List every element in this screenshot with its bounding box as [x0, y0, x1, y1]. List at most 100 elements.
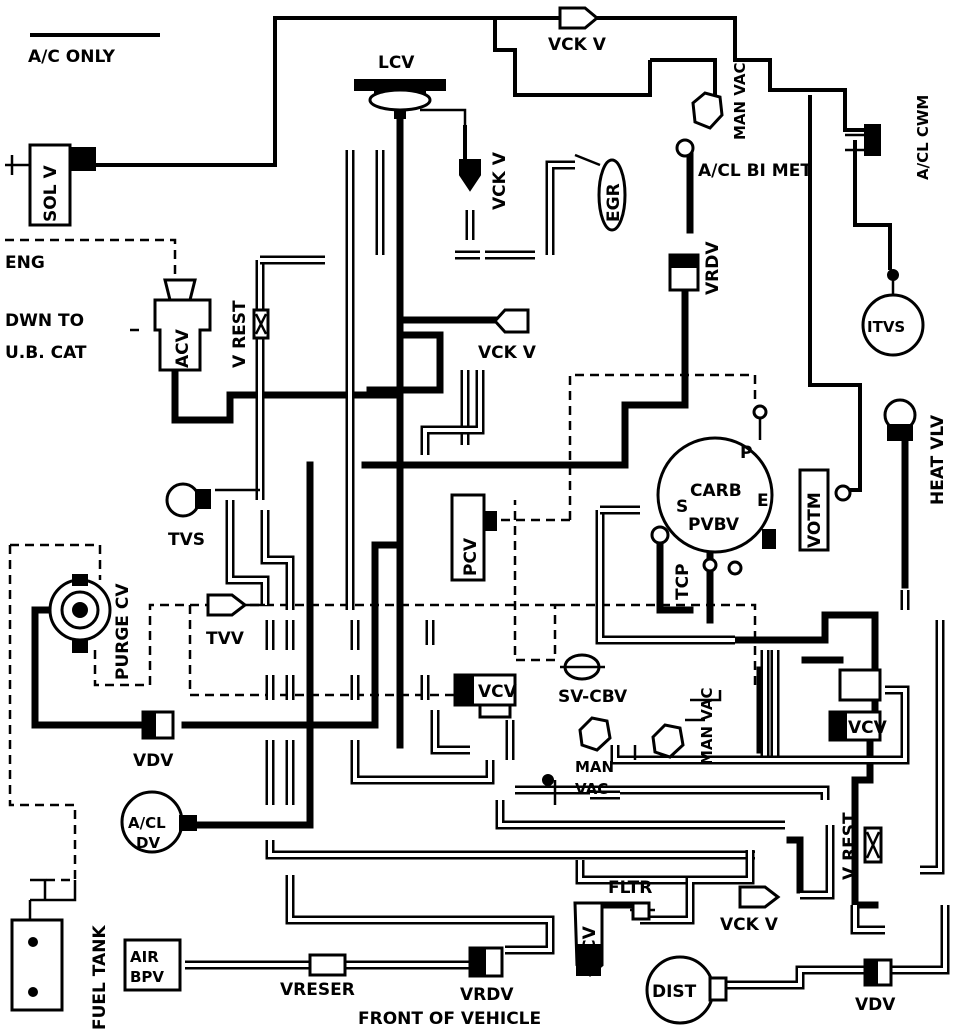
- fuel-tank-vent: [10, 918, 64, 1012]
- carb-p-port: [752, 404, 768, 420]
- vacuum-filter: [631, 901, 651, 921]
- vreser-label: VRESER: [280, 980, 355, 1000]
- vcv-right-label: VCV: [848, 718, 888, 738]
- v-rest-left-label: V REST: [230, 300, 250, 368]
- itvs-port: [887, 269, 899, 281]
- pcv-port: [483, 511, 497, 531]
- sol-v-label: SOL V: [41, 165, 61, 222]
- acl-bimet-sensor: [675, 138, 695, 158]
- vacuum-operated-throttle-modulator: [798, 468, 830, 552]
- vrdv-bottom-label: VRDV: [460, 985, 514, 1005]
- lcv-port: [420, 108, 467, 125]
- dwn-to-label: DWN TO: [5, 311, 84, 331]
- dashed-lines: [5, 238, 757, 882]
- dist-port: [708, 976, 728, 1002]
- man-vac-bottom-label-2: VAC: [575, 780, 608, 798]
- carb-s-label: S: [676, 497, 688, 517]
- vcv-bottom-label: VCV: [580, 925, 600, 965]
- acl-cwm-label: A/CL CWM: [914, 95, 932, 180]
- egr-label: EGR: [604, 183, 624, 222]
- carb-pvbv-label: PVBV: [688, 515, 740, 535]
- thermal-vent-valve: [206, 593, 248, 617]
- vdv-right-cap: [864, 959, 878, 986]
- manifold-vacuum-port-top: [691, 91, 724, 130]
- acl-dv-label-1: A/CL: [128, 814, 166, 832]
- throttle-control-port: [650, 525, 670, 545]
- votm-label: VOTM: [805, 492, 825, 548]
- heater-valve-base: [887, 424, 913, 441]
- carb-pv-port: [702, 557, 718, 573]
- acl-cwm-ports: [845, 133, 865, 152]
- tcp-label: TCP: [673, 563, 693, 600]
- vcv-center-base: [478, 703, 512, 719]
- ac-only-dotted-lines: [90, 16, 892, 492]
- fltr-label: FLTR: [608, 878, 652, 898]
- man-vac-right-label: MAN VAC: [698, 687, 716, 765]
- sv-cbv-label: SV-CBV: [558, 687, 628, 707]
- vcv-center-cap: [454, 674, 474, 706]
- carb-p-label: P: [740, 443, 752, 463]
- vdv-right-label: VDV: [855, 995, 896, 1015]
- carb-bv-port: [727, 560, 743, 576]
- carb-e-port: [762, 529, 776, 549]
- tvs-body: [195, 489, 211, 509]
- vacuum-check-valve-mid: [492, 308, 530, 334]
- vckv-lcv-label: VCK V: [490, 151, 510, 210]
- ac-only-label: A/C ONLY: [28, 47, 116, 67]
- vcv-right-top: [838, 668, 882, 702]
- labels: A/C ONLY VCK V LCV SOL V VCK V EGR MAN V…: [5, 35, 948, 1030]
- fuel-tank-port-2: [28, 987, 38, 997]
- man-vac-bottom-nipple: [542, 774, 554, 786]
- vdv-left-cap: [142, 711, 156, 739]
- egr-line: [574, 153, 601, 167]
- vckv-mid-label: VCK V: [478, 343, 537, 363]
- air-bypass-valve: [123, 938, 182, 992]
- vrdv-top-cap: [669, 254, 699, 268]
- positive-crankcase-ventilation-valve: [450, 493, 486, 582]
- acl-bimet-label: A/CL BI MET: [698, 161, 812, 181]
- dist-label: DIST: [652, 982, 697, 1002]
- air-cleaner-cold-weather-modulator: [864, 124, 881, 156]
- thick-hoses: [31, 91, 909, 909]
- vckv-bottom-label: VCK V: [720, 915, 779, 935]
- ub-cat-label: U.B. CAT: [5, 343, 87, 363]
- itvs-label: ITVS: [867, 318, 905, 336]
- thermal-vacuum-switch: [165, 482, 201, 518]
- solenoid-valve: [28, 143, 72, 227]
- lcv-label: LCV: [378, 53, 415, 73]
- v-rest-left-mark: [254, 313, 268, 335]
- carb-e-label: E: [757, 491, 769, 511]
- vacuum-reservoir: [308, 953, 347, 977]
- vcv-right-cap: [829, 711, 847, 741]
- manifold-vacuum-port-right: [651, 723, 685, 759]
- v-rest-right-label: V REST: [840, 812, 860, 880]
- air-bpv-label-2: BPV: [130, 968, 164, 986]
- manifold-vacuum-port-bottom: [578, 716, 612, 752]
- lcv-diaphragm: [368, 88, 432, 112]
- fuel-tank-label: FUEL TANK: [90, 925, 110, 1030]
- purge-cv-top-port: [72, 574, 88, 586]
- man-vac-top-label: MAN VAC: [731, 62, 749, 140]
- vdv-left-label: VDV: [133, 751, 174, 771]
- vacuum-check-valve-top: [558, 6, 600, 30]
- vcv-bottom-cap: [576, 944, 601, 976]
- purge-cv-core: [72, 602, 88, 618]
- acv-label: ACV: [173, 328, 193, 368]
- acl-dv-port: [179, 815, 197, 831]
- front-of-vehicle-label: FRONT OF VEHICLE: [358, 1009, 541, 1029]
- vcv-center-label: VCV: [478, 682, 518, 702]
- purge-cv-label: PURGE CV: [113, 583, 133, 680]
- eng-label: ENG: [5, 253, 45, 273]
- carburetor: [656, 436, 774, 554]
- v-rest-right-mark: [865, 831, 881, 859]
- purge-cv-bottom-port: [72, 639, 88, 653]
- air-bpv-label-1: AIR: [130, 948, 159, 966]
- vacuum-check-valve-bottom: [738, 885, 781, 909]
- vrdv-bottom-cap: [469, 947, 486, 977]
- acl-dv-label-2: DV: [136, 834, 160, 852]
- vacuum-check-valve-lcv: [459, 159, 481, 192]
- acv-top: [163, 278, 197, 302]
- pcv-label: PCV: [461, 537, 481, 576]
- vckv-top-label: VCK V: [548, 35, 607, 55]
